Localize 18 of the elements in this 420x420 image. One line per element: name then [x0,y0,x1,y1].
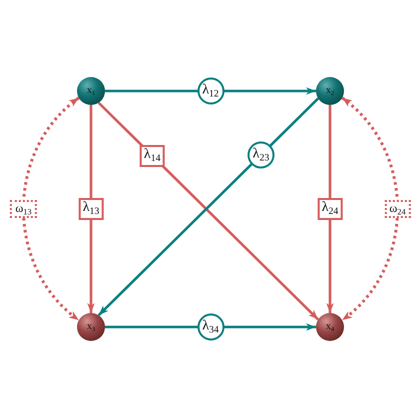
sphere-node: x$_{2}$ [316,77,344,105]
edge-label: ω$_{13}$ [10,200,37,218]
edge-label: λ$_{24}$ [318,198,342,220]
arrow [105,87,316,95]
edge-label: λ$_{23}$ [247,141,274,168]
edge-label: λ$_{12}$ [197,78,224,104]
arrow [105,323,316,331]
edge-label: λ$_{34}$ [197,314,224,340]
edge-label: λ$_{14}$ [140,144,165,167]
sphere-node: x$_{1}$ [77,77,105,105]
arrow [87,105,95,313]
arrow [326,105,334,313]
sphere-node: x$_{3}$ [77,313,105,341]
dotted-arrow [22,96,80,322]
dotted-arrow [341,96,399,322]
sphere-node: x$_{4}$ [316,313,344,341]
edge-label: ω$_{24}$ [384,200,411,218]
edge-label: λ$_{13}$ [78,198,104,220]
